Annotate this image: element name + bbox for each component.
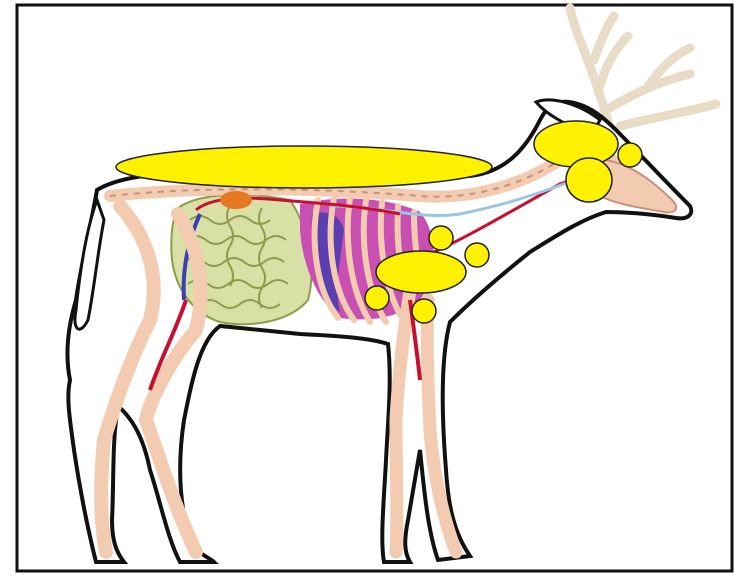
neck-marker <box>566 158 612 202</box>
kidney <box>220 191 252 209</box>
chest-marker-upper <box>429 226 453 250</box>
elbow-marker-left <box>365 286 389 310</box>
chest-marker-right <box>465 243 489 267</box>
heart-marker <box>376 251 466 293</box>
backstrap-marker <box>116 146 492 188</box>
elbow-marker-right <box>412 299 436 323</box>
head-marker-large <box>534 121 618 167</box>
head-marker-small <box>618 143 642 167</box>
